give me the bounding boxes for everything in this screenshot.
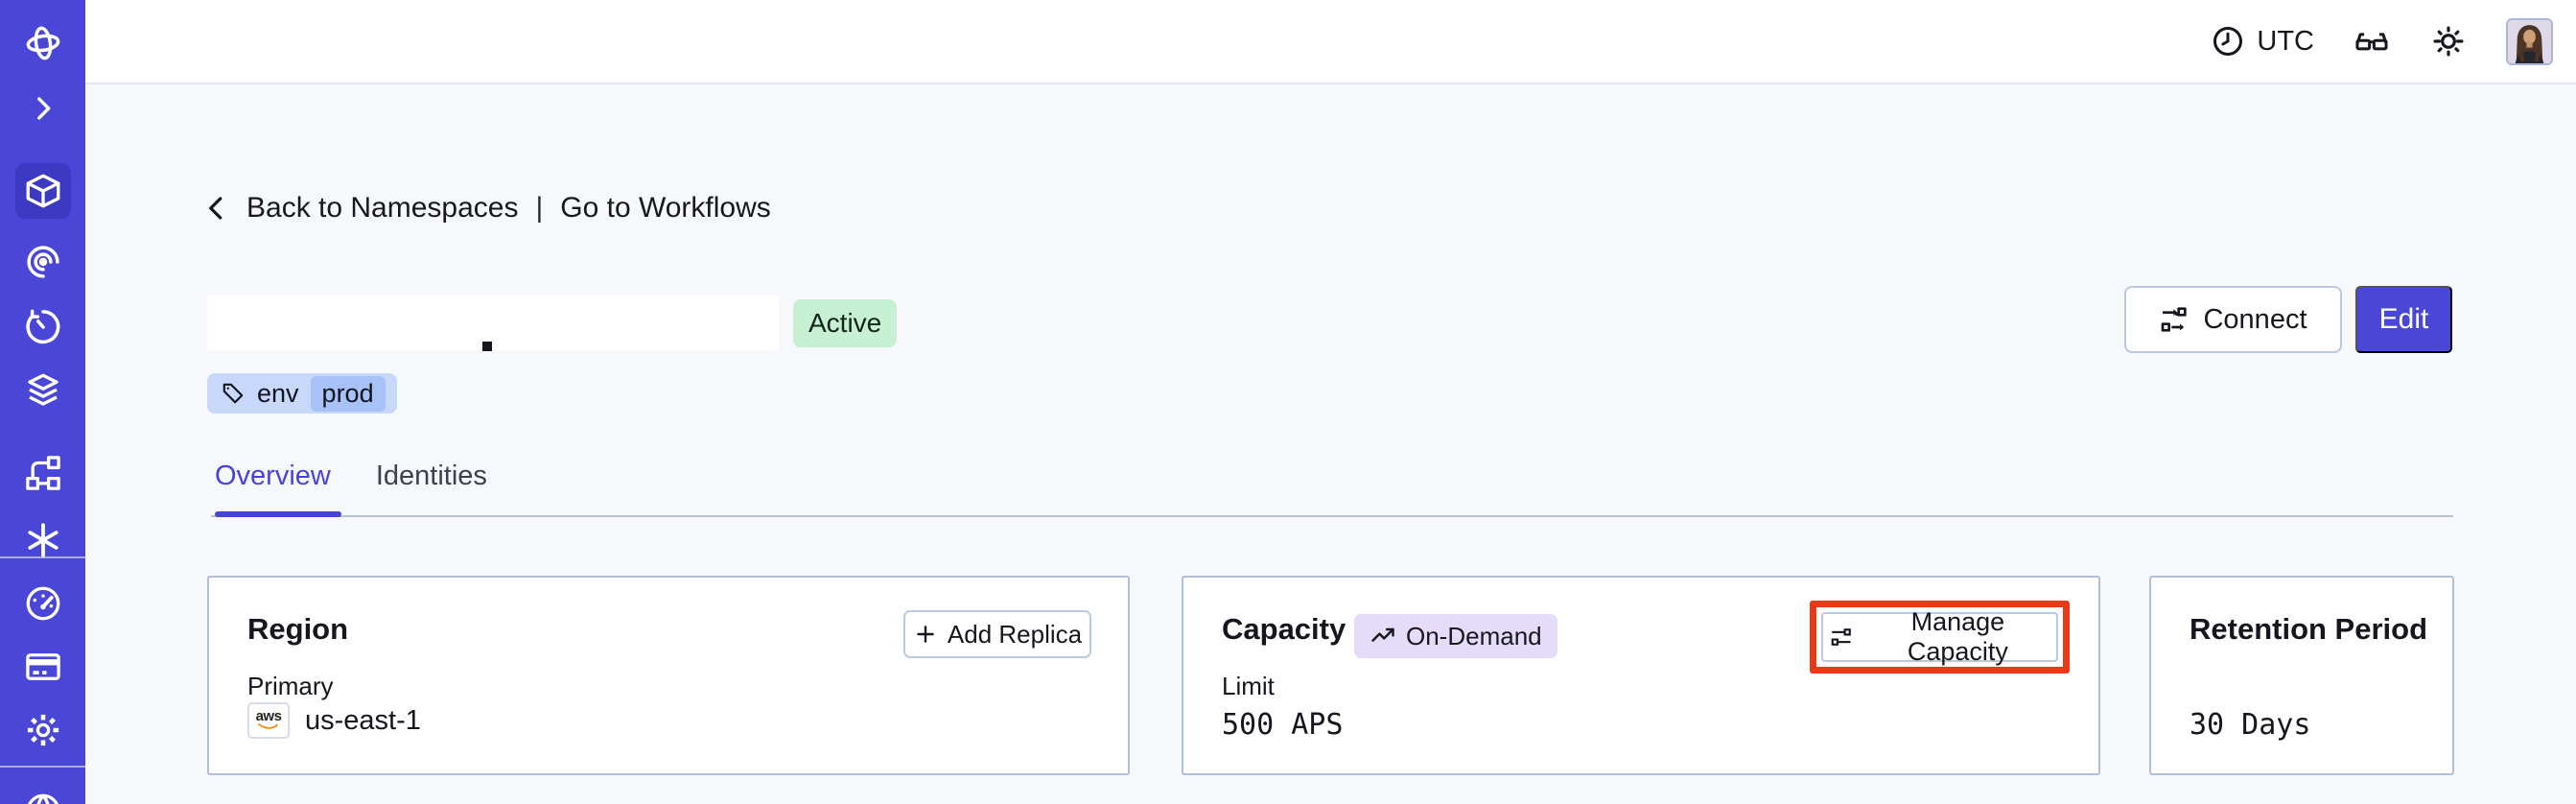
manage-capacity-button[interactable]: Manage Capacity bbox=[1821, 607, 2058, 666]
sidebar-item-usage[interactable] bbox=[15, 576, 71, 631]
timezone-selector[interactable]: UTC bbox=[2211, 24, 2314, 59]
connect-flow-icon bbox=[2162, 307, 2188, 332]
on-demand-label: On-Demand bbox=[1406, 621, 1542, 650]
user-avatar[interactable] bbox=[2506, 17, 2553, 65]
action-highlight-box: Manage Capacity bbox=[1810, 601, 2070, 674]
asterisk-icon bbox=[27, 523, 59, 557]
tag-value-chip: prod bbox=[310, 375, 386, 412]
limit-label: Limit bbox=[1222, 672, 1275, 700]
breadcrumb-separator: | bbox=[535, 192, 544, 224]
go-to-workflows-link[interactable]: Go to Workflows bbox=[560, 192, 771, 224]
plus-icon bbox=[917, 626, 934, 643]
namespace-detail-page: Back to Namespaces | Go to Workflows Act… bbox=[85, 86, 2576, 804]
status-badge: Active bbox=[793, 299, 898, 347]
sun-icon bbox=[2433, 26, 2464, 57]
sidebar-item-help[interactable] bbox=[15, 783, 71, 804]
sidebar-item-deployments[interactable] bbox=[15, 363, 71, 418]
gear-icon bbox=[27, 714, 59, 746]
credit-card-icon bbox=[25, 653, 60, 680]
region-row: aws us-east-1 bbox=[247, 702, 421, 739]
region-card: Region Add Replica Primary aws us-east-1 bbox=[207, 576, 1130, 775]
temporal-logo-icon[interactable] bbox=[15, 15, 71, 71]
edit-button[interactable]: Edit bbox=[2355, 286, 2452, 353]
retention-card-title: Retention Period bbox=[2190, 612, 2428, 646]
clock-history-icon bbox=[25, 309, 59, 344]
layers-icon bbox=[27, 373, 59, 406]
branch-icon bbox=[25, 456, 60, 490]
labs-toggle[interactable] bbox=[2353, 22, 2391, 60]
glasses-icon bbox=[2355, 33, 2388, 51]
timezone-label: UTC bbox=[2257, 25, 2314, 57]
globe-icon bbox=[27, 793, 59, 804]
region-card-title: Region bbox=[247, 612, 349, 646]
namespace-title-dot bbox=[482, 342, 492, 351]
cube-icon bbox=[26, 174, 59, 208]
capacity-card-title: Capacity bbox=[1222, 612, 1347, 646]
breadcrumb: Back to Namespaces | Go to Workflows bbox=[202, 192, 771, 225]
tab-identities[interactable]: Identities bbox=[375, 461, 487, 491]
sidebar-divider bbox=[0, 556, 85, 558]
retention-card: Retention Period 30 Days bbox=[2149, 576, 2454, 775]
sidebar-item-billing[interactable] bbox=[15, 639, 71, 695]
spiral-icon bbox=[26, 246, 59, 278]
connect-button[interactable]: Connect bbox=[2124, 286, 2342, 353]
aws-provider-icon: aws bbox=[247, 702, 290, 739]
namespace-title-redacted bbox=[207, 296, 779, 350]
sidebar-item-nexus[interactable] bbox=[15, 234, 71, 290]
sliders-icon bbox=[1831, 628, 1851, 646]
tag-key: env bbox=[257, 378, 299, 408]
sidebar-item-settings[interactable] bbox=[15, 702, 71, 758]
sidebar bbox=[0, 0, 85, 804]
sidebar-item-namespaces[interactable] bbox=[14, 163, 71, 219]
capacity-card: Capacity On-Demand Manage Capacity bbox=[1182, 576, 2100, 775]
sidebar-expand-chevron-icon[interactable] bbox=[15, 81, 71, 136]
back-to-namespaces-link[interactable]: Back to Namespaces bbox=[246, 192, 519, 224]
region-value: us-east-1 bbox=[305, 704, 421, 736]
active-tab-underline bbox=[215, 511, 341, 517]
connect-button-label: Connect bbox=[2203, 303, 2307, 335]
manage-capacity-label: Manage Capacity bbox=[1907, 607, 2008, 666]
clock-icon bbox=[2213, 27, 2243, 56]
topbar: UTC bbox=[85, 0, 2576, 84]
sidebar-item-batch[interactable] bbox=[15, 512, 71, 568]
tab-overview[interactable]: Overview bbox=[215, 461, 331, 491]
namespace-tag[interactable]: env prod bbox=[207, 373, 397, 414]
theme-toggle[interactable] bbox=[2429, 22, 2468, 60]
primary-label: Primary bbox=[247, 672, 334, 700]
on-demand-badge: On-Demand bbox=[1354, 614, 1557, 658]
trending-up-icon bbox=[1371, 627, 1394, 642]
retention-value: 30 Days bbox=[2190, 708, 2311, 742]
avatar-photo bbox=[2508, 19, 2551, 63]
tab-divider-line bbox=[211, 515, 2453, 517]
sidebar-divider bbox=[0, 766, 85, 768]
add-replica-label: Add Replica bbox=[947, 619, 1083, 649]
sidebar-item-workflows[interactable] bbox=[15, 445, 71, 501]
gauge-icon bbox=[26, 586, 59, 621]
limit-value: 500 APS bbox=[1222, 708, 1344, 742]
add-replica-button[interactable]: Add Replica bbox=[903, 610, 1091, 658]
tab-bar: Overview Identities bbox=[215, 461, 487, 519]
sidebar-item-schedules[interactable] bbox=[15, 299, 71, 355]
back-chevron-icon[interactable] bbox=[202, 194, 231, 223]
tag-icon bbox=[222, 383, 244, 404]
